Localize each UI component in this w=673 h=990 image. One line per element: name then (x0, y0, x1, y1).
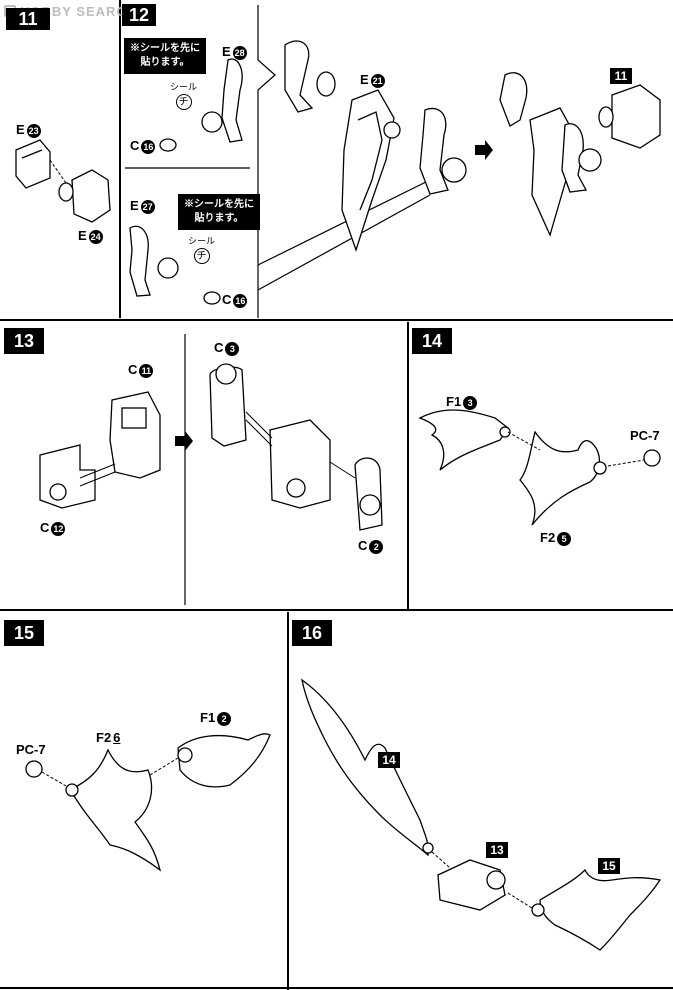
step-11-tag: 11 (6, 8, 50, 30)
seal-label-top: シールチ (170, 82, 198, 110)
step-15-tag: 15 (4, 620, 44, 646)
step-16-tag: 16 (292, 620, 332, 646)
ref-step-15: 15 (598, 858, 620, 874)
ref-step-11: 11 (610, 68, 632, 84)
sticker-note-bottom: ※シールを先に貼ります。 (178, 194, 260, 230)
step-13-tag: 13 (4, 328, 44, 354)
step-12-tag: 12 (122, 4, 156, 26)
pc-label: PC-7 (16, 742, 46, 757)
ref-step-14: 14 (378, 752, 400, 768)
step-14-tag: 14 (412, 328, 452, 354)
sticker-note-top: ※シールを先に貼ります。 (124, 38, 206, 74)
pc-label: PC-7 (630, 428, 660, 443)
seal-label-bottom: シールチ (188, 236, 216, 264)
ref-step-13: 13 (486, 842, 508, 858)
